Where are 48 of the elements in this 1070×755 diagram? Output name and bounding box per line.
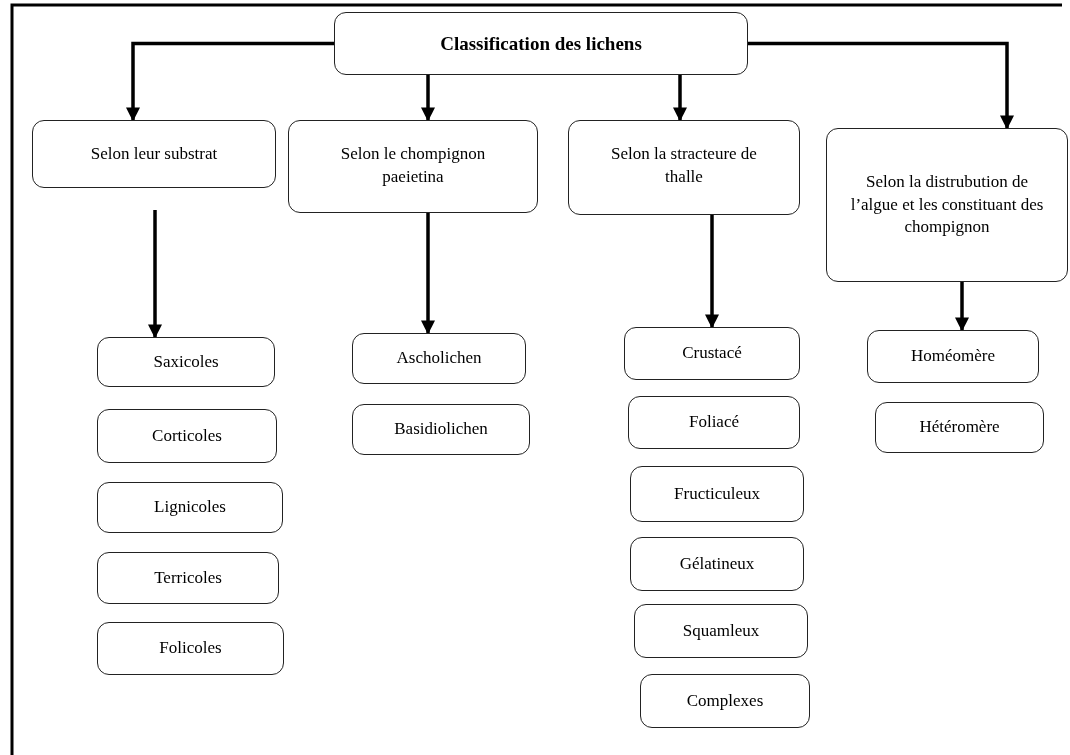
arrow: [421, 213, 435, 335]
node-label: Selon le chompignon paeietina: [339, 143, 487, 188]
category-box: [875, 402, 1044, 453]
category-box: [32, 120, 276, 188]
node-label: Homéomère: [911, 345, 995, 368]
node-label: Gélatineux: [679, 552, 755, 575]
category-box: [630, 466, 804, 522]
node-label: Foliacé: [688, 411, 739, 434]
category-box: [568, 120, 800, 215]
category-box: [630, 537, 804, 591]
category-box: [628, 396, 800, 449]
node-label: Selon leur substrat: [90, 143, 218, 165]
node-label: Selon la stracteure de thalle: [610, 143, 758, 188]
node-label: Basidiolichen: [394, 418, 488, 441]
node-label: Squamleux: [682, 619, 760, 642]
category-box: [867, 330, 1039, 383]
category-box: [97, 552, 279, 604]
category-box: [97, 409, 277, 463]
arrow: [673, 75, 687, 122]
category-box: [352, 404, 530, 455]
category-box: [97, 337, 275, 387]
node-label: Classification des lichens: [440, 31, 642, 56]
arrow: [148, 210, 162, 339]
category-box: [634, 604, 808, 658]
arrow: [955, 282, 969, 332]
title-box: [334, 12, 748, 75]
node-label: Complexes: [686, 689, 764, 712]
node-label: Terricoles: [154, 566, 222, 589]
arrow: [126, 41, 334, 122]
arrow: [705, 215, 719, 329]
category-box: [826, 128, 1068, 282]
category-box: [624, 327, 800, 380]
arrow: [421, 75, 435, 122]
node-label: Selon la distrubution de l’algue et les constituant des chompignon: [849, 170, 1045, 239]
category-box: [97, 482, 283, 533]
node-label: Ascholichen: [396, 347, 482, 370]
node-label: Hétéromère: [919, 416, 1000, 439]
category-box: [352, 333, 526, 384]
node-label: Fructiculeux: [674, 482, 760, 505]
node-label: Folicoles: [159, 637, 222, 660]
node-label: Saxicoles: [153, 350, 219, 373]
node-label: Lignicoles: [154, 496, 226, 519]
arrow: [748, 41, 1014, 130]
category-box: [640, 674, 810, 728]
node-label: Corticoles: [152, 424, 222, 447]
category-box: [288, 120, 538, 213]
node-label: Crustacé: [682, 342, 742, 365]
category-box: [97, 622, 284, 675]
